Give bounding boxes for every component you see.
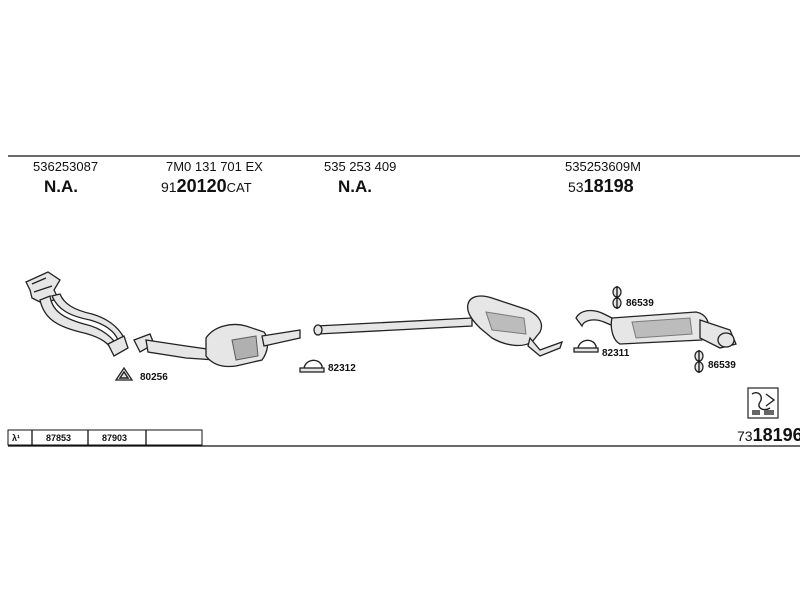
oem-number-2: 7M0 131 701 EX <box>166 159 263 174</box>
part-number-clamp-rear: 82311 <box>602 348 630 359</box>
ref-code-1: N.A. <box>44 177 78 196</box>
oem-number-3: 535 253 409 <box>324 159 396 174</box>
ref-code-2: 9120120CAT <box>161 176 252 196</box>
lambda-cell-1: 87853 <box>46 433 71 443</box>
clamp-82312-icon <box>299 359 325 373</box>
lambda-icon: λ¹ <box>12 433 20 443</box>
oem-number-4: 535253609M <box>565 159 641 174</box>
part-number-hanger-top: 86539 <box>626 298 654 309</box>
centre-pipe <box>313 317 473 336</box>
part-number-hanger-bottom: 86539 <box>708 360 736 371</box>
catalytic-converter <box>133 323 301 368</box>
ref-code-4: 5318198 <box>568 176 634 196</box>
clamp-82311-icon <box>573 339 599 353</box>
lambda-cell-2: 87903 <box>102 433 127 443</box>
parts-kit-icon <box>747 387 779 419</box>
rubber-hanger-top-icon <box>612 286 622 309</box>
oem-number-1: 536253087 <box>33 159 98 174</box>
rear-silencer <box>575 309 737 349</box>
lambda-sensor-table <box>7 429 203 446</box>
kit-number: 7318196 <box>737 425 800 445</box>
rubber-hanger-bottom-icon <box>694 350 704 373</box>
ref-code-3: N.A. <box>338 177 372 196</box>
part-number-clamp-mid: 82312 <box>328 363 356 374</box>
part-number-gasket: 80256 <box>140 372 168 383</box>
gasket-80256-icon <box>114 366 134 381</box>
front-pipe <box>25 271 129 357</box>
middle-silencer <box>466 295 564 357</box>
